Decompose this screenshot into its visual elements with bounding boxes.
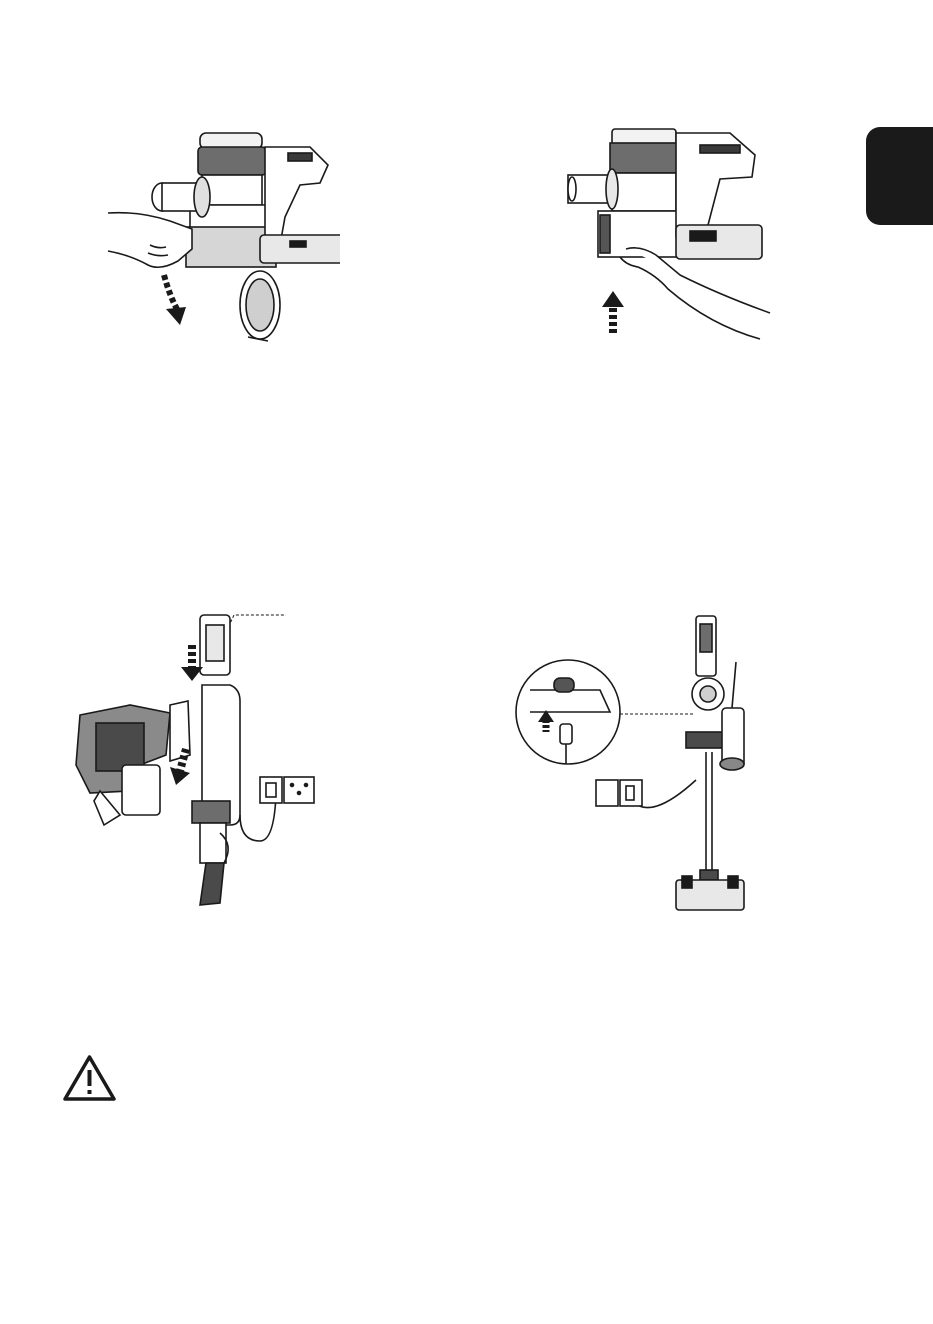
warning-triangle-icon	[62, 1054, 117, 1102]
direct-charging-illustration	[510, 612, 770, 917]
figure-wall-mount-charging	[70, 605, 330, 925]
figure-direct-charging	[510, 612, 770, 917]
language-side-tab	[866, 127, 933, 225]
wall-mount-charging-illustration	[70, 605, 330, 925]
figure-reattach-dust-bin	[560, 125, 775, 350]
vacuum-dust-bin-push-up-illustration	[560, 125, 775, 350]
figure-remove-dust-bin	[100, 125, 340, 350]
warning-triangle	[62, 1054, 117, 1102]
vacuum-dust-bin-release-illustration	[100, 125, 340, 350]
